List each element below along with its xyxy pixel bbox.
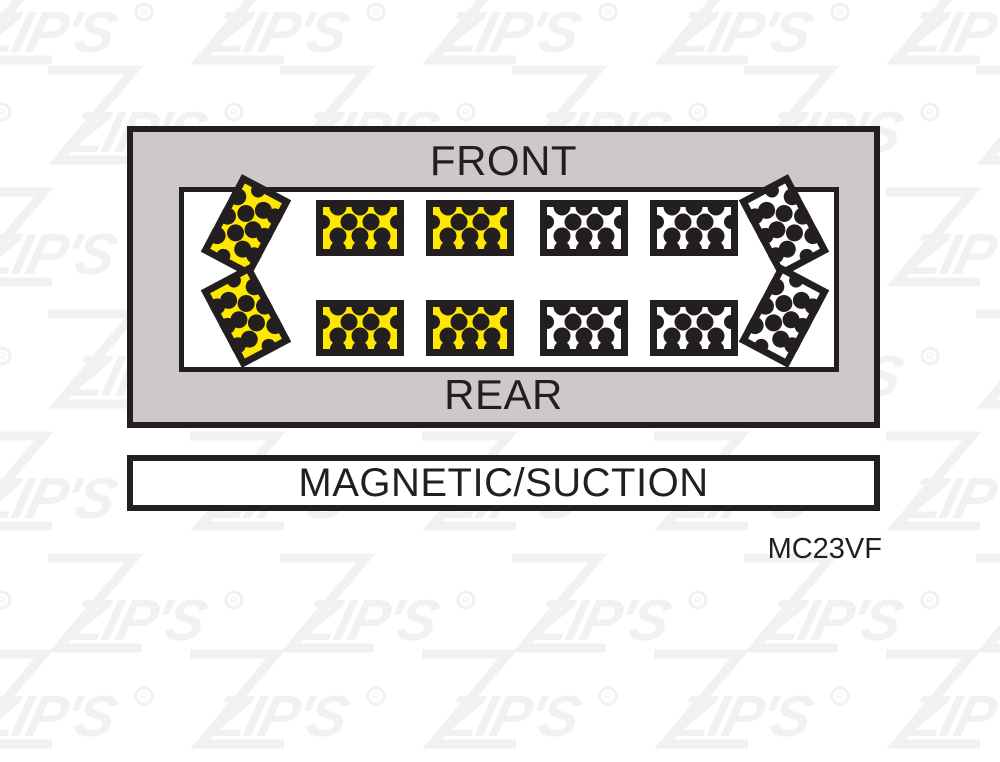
svg-text:R: R bbox=[604, 691, 612, 703]
svg-text:ZIP'S: ZIP'S bbox=[899, 685, 1000, 749]
svg-text:R: R bbox=[836, 691, 844, 703]
light-bar-diagram: FRONT REAR MAGNETIC/SUCTION MC23VF bbox=[127, 126, 882, 565]
led-module-rear-mid-left bbox=[426, 300, 514, 356]
light-bar-housing-panel: FRONT REAR bbox=[127, 126, 880, 428]
svg-text:R: R bbox=[372, 691, 380, 703]
led-module-rear-right-corner bbox=[738, 264, 830, 368]
led-module-rear-inner-right bbox=[650, 300, 738, 356]
rear-label: REAR bbox=[444, 371, 563, 418]
led-module-rear-mid-right bbox=[540, 300, 628, 356]
mount-type-bar: MAGNETIC/SUCTION bbox=[127, 455, 880, 511]
model-code-label: MC23VF bbox=[767, 533, 882, 565]
svg-text:ZIP'S: ZIP'S bbox=[667, 685, 819, 749]
led-module-front-left-corner bbox=[200, 174, 292, 278]
svg-text:R: R bbox=[140, 691, 148, 703]
led-module-rear-inner-left bbox=[316, 300, 404, 356]
led-module-rear-left-corner bbox=[200, 264, 292, 368]
svg-text:ZIP'S: ZIP'S bbox=[203, 685, 355, 749]
led-module-front-inner-right bbox=[650, 200, 738, 256]
mount-type-label: MAGNETIC/SUCTION bbox=[298, 461, 709, 505]
led-module-front-mid-left bbox=[426, 200, 514, 256]
led-module-front-right-corner bbox=[738, 174, 830, 278]
svg-text:ZIP'S: ZIP'S bbox=[435, 685, 587, 749]
led-module-front-inner-left bbox=[316, 200, 404, 256]
led-module-front-mid-right bbox=[540, 200, 628, 256]
lamp-cavity bbox=[179, 174, 839, 372]
svg-text:ZIP'S: ZIP'S bbox=[0, 685, 123, 749]
